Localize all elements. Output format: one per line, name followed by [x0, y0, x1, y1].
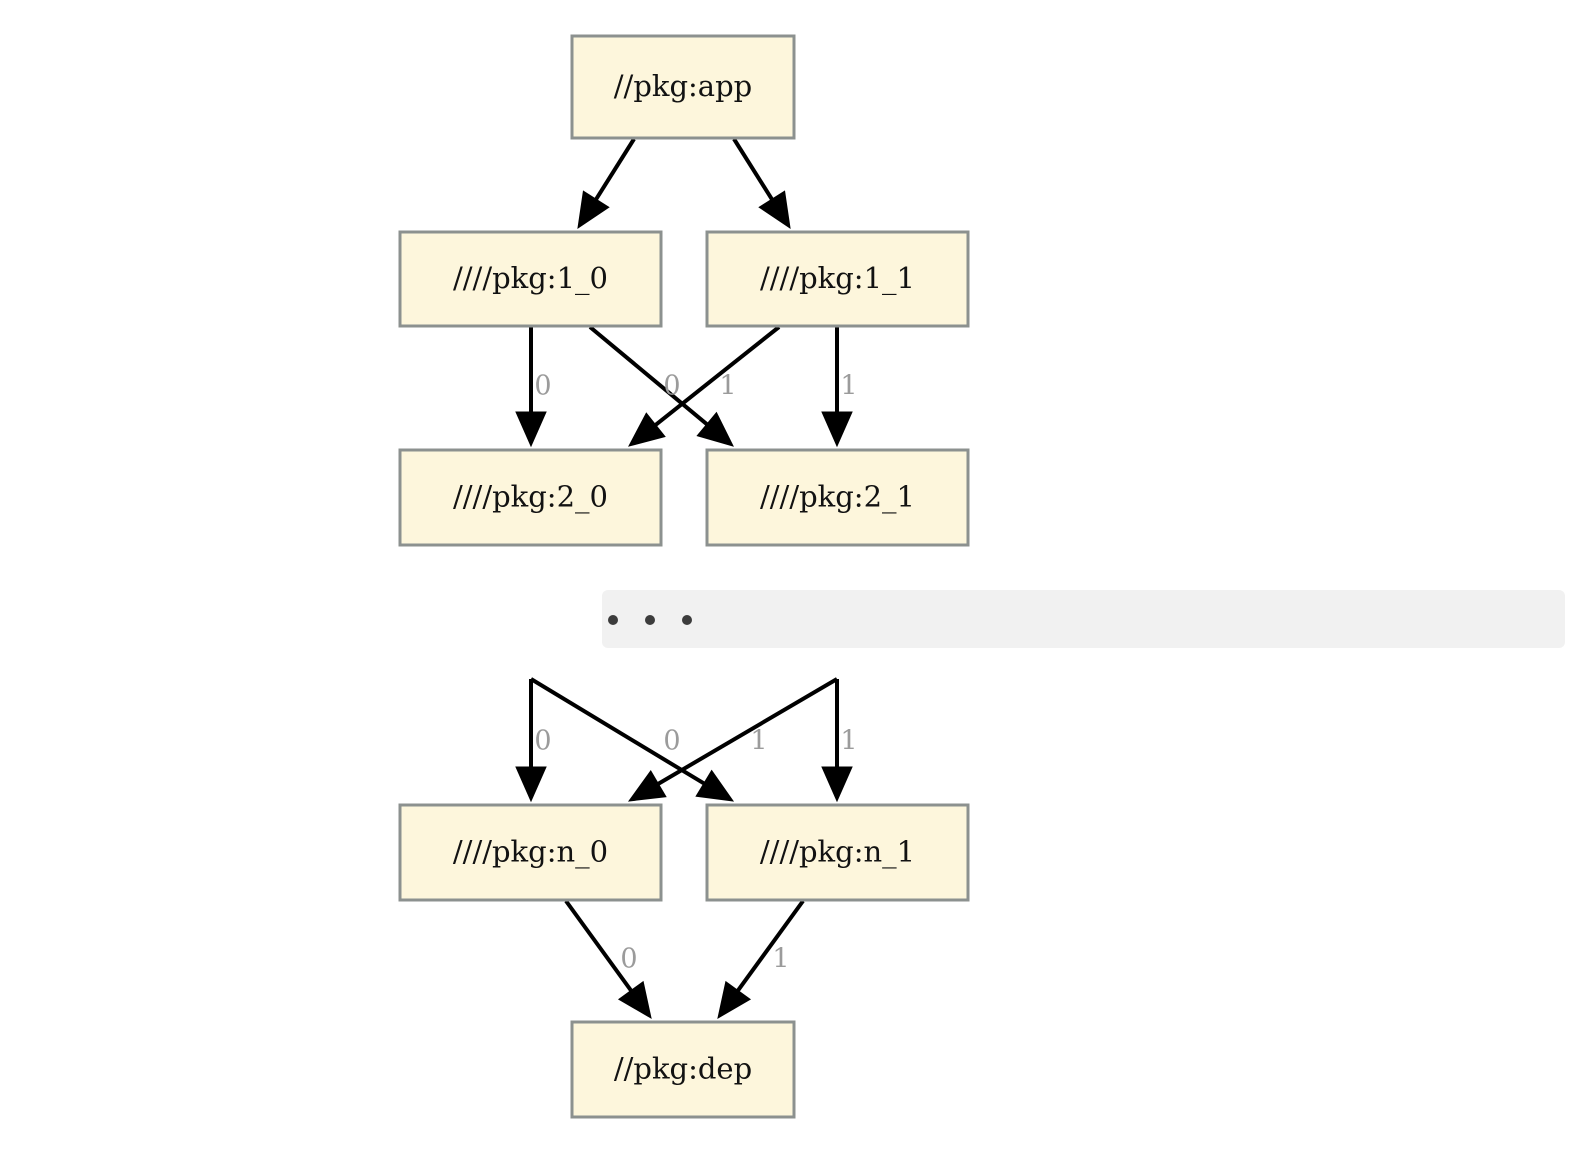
graph-node[interactable]: ////pkg:2_0: [398, 448, 663, 547]
edges-layer: [515, 137, 853, 1020]
edge-arrowhead: [515, 766, 547, 803]
edge-label: 1: [719, 371, 736, 402]
edge-arrowhead: [515, 411, 547, 448]
node-box[interactable]: [398, 230, 663, 328]
node-box[interactable]: [705, 230, 970, 328]
node-label: ////pkg:n_0: [453, 835, 608, 870]
ellipsis-dot: [608, 615, 618, 625]
edge-line: [588, 325, 716, 432]
node-label: ////pkg:1_1: [760, 261, 915, 296]
graph-node[interactable]: ////pkg:n_1: [705, 803, 970, 902]
edge-arrowhead: [627, 769, 667, 802]
edge-arrowhead: [695, 769, 735, 802]
node-box[interactable]: [570, 1020, 796, 1119]
edge-line: [649, 677, 839, 791]
graph-node[interactable]: //pkg:dep: [570, 1020, 796, 1119]
edge-line: [529, 677, 714, 791]
graph-node[interactable]: ////pkg:1_1: [705, 230, 970, 328]
graph-node[interactable]: ////pkg:2_1: [705, 448, 970, 547]
graph-node[interactable]: //pkg:app: [570, 34, 796, 140]
edge-label: 0: [663, 371, 680, 402]
node-label: ////pkg:2_0: [453, 480, 608, 515]
node-box[interactable]: [570, 34, 796, 140]
ellipsis-dot: [645, 615, 655, 625]
node-label: ////pkg:2_1: [760, 480, 915, 515]
edge-arrowhead: [717, 980, 752, 1020]
edge-label: 0: [663, 726, 680, 757]
edge-arrowhead: [821, 411, 853, 448]
edge-arrowhead: [821, 766, 853, 803]
ellipsis-dot: [682, 615, 692, 625]
edge-label: 1: [772, 944, 789, 975]
edge-arrowhead: [617, 980, 652, 1020]
edge-labels-layer: 0 0 1 1 0 0 1 1 0 1: [534, 371, 857, 975]
edge-label: 1: [840, 371, 857, 402]
ellipsis-separator: [602, 590, 1565, 648]
edge-line: [730, 899, 805, 1000]
ellipsis-band: [602, 590, 1565, 648]
edge-arrowhead: [577, 190, 610, 230]
node-label: //pkg:dep: [614, 1052, 752, 1086]
nodes-layer: //pkg:app ////pkg:1_0 ////pkg:1_1 ////pkg:2…: [398, 34, 970, 1119]
edge-line: [589, 137, 636, 209]
node-label: ////pkg:1_0: [453, 261, 608, 296]
edge-arrowhead: [628, 412, 666, 447]
edge-line: [646, 325, 781, 433]
node-box[interactable]: [705, 803, 970, 902]
edge-arrowhead: [758, 190, 791, 230]
edge-line: [732, 137, 779, 209]
node-label: //pkg:app: [614, 69, 752, 103]
node-box[interactable]: [705, 448, 970, 547]
edge-label: 0: [534, 726, 551, 757]
node-box[interactable]: [398, 803, 663, 902]
graph-node[interactable]: ////pkg:1_0: [398, 230, 663, 328]
node-box[interactable]: [398, 448, 663, 547]
edge-label: 1: [750, 726, 767, 757]
edge-line: [564, 899, 639, 1000]
node-label: ////pkg:n_1: [760, 835, 915, 870]
edge-arrowhead: [696, 411, 734, 447]
graph-node[interactable]: ////pkg:n_0: [398, 803, 663, 902]
edge-label: 0: [534, 371, 551, 402]
edge-label: 0: [620, 944, 637, 975]
edge-label: 1: [840, 726, 857, 757]
